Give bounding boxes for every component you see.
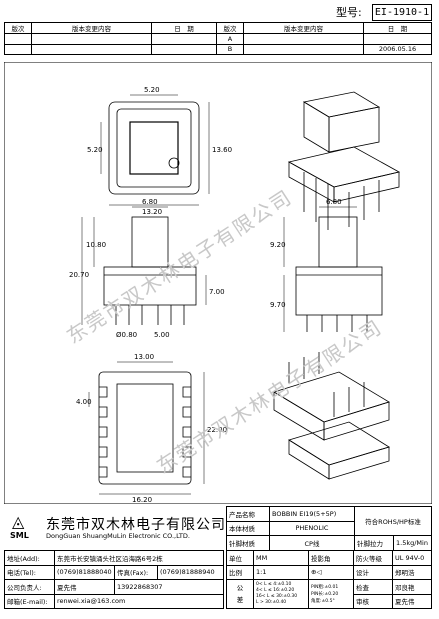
rev-col-content-2: 版本变更内容 (243, 22, 364, 34)
material-value: PHENOLIC (269, 520, 355, 536)
isometric-view-top (287, 91, 401, 230)
bottom-view (88, 361, 205, 495)
dim-front-2: 10.80 (86, 241, 106, 249)
rev-cell (31, 33, 152, 45)
dim-side-1: 6.80 (326, 198, 342, 206)
rev-col-date: 日 期 (151, 22, 217, 34)
scale-value: 1:1 (253, 564, 309, 580)
pin-material-value: CP线 (269, 535, 355, 551)
revision-row: B 2006.05.16 (4, 43, 432, 55)
pin-pull-label: 针脚拉力 (354, 535, 394, 551)
spec-table: 单位 MM 投影角 防火等级 UL 94V-0 比例 1:1 ⊕◁ 设计 郑明浩… (226, 550, 432, 609)
dim-side-3: 9.70 (270, 301, 286, 309)
dim-top-2: 5.20 (87, 146, 103, 154)
fax-value: (0769)81888940 (157, 564, 224, 580)
design-value: 郑明浩 (392, 564, 432, 580)
rev-cell (243, 33, 364, 45)
manager-label: 公司负责人: (4, 579, 55, 595)
technical-drawing: 5.20 5.20 13.60 13.20 6.80 10.80 20.70 7… (4, 62, 432, 504)
rev-cell: B (216, 43, 244, 55)
revision-row: A (4, 33, 432, 45)
rev-cell (4, 33, 32, 45)
rev-cell (4, 43, 32, 55)
check-value: 邓良艳 (392, 579, 432, 595)
pin-pull-value: 1.5kg/Min (393, 535, 432, 551)
flame-value: UL 94V-0 (392, 550, 432, 566)
rev-col-version: 版次 (4, 22, 32, 34)
flame-label: 防火等级 (353, 550, 393, 566)
scale-label: 比例 (226, 564, 254, 580)
approve-value: 夏先伟 (392, 593, 432, 609)
address-label: 地址(Add): (4, 550, 55, 566)
approve-label: 审核 (353, 593, 393, 609)
dim-front-3: 20.70 (69, 271, 89, 279)
rev-cell: 2006.05.16 (363, 43, 432, 55)
dim-front-6: 5.00 (154, 331, 170, 339)
rev-cell: A (216, 33, 244, 45)
dim-front-1: 6.80 (142, 198, 158, 206)
top-view (100, 94, 210, 206)
contact-table: 地址(Add): 东莞市长安镇涌头社区沿海路6号2栋 电话(Tel): (076… (4, 550, 224, 609)
rev-col-date-2: 日 期 (363, 22, 432, 34)
dim-top-1: 5.20 (144, 86, 160, 94)
dim-top-4: 13.20 (142, 208, 162, 216)
pin-table: 针脚材质 CP线 针脚拉力 1.5kg/Min (226, 535, 432, 551)
rev-cell (243, 43, 364, 55)
pin-material-label: 针脚材质 (226, 535, 270, 551)
model-label: 型号: (336, 6, 362, 19)
company-abbr: SML (10, 531, 29, 540)
isometric-view-bottom (273, 352, 390, 480)
rohs-note: 符合ROHS/HP标准 (354, 506, 432, 536)
rev-col-version-2: 版次 (216, 22, 244, 34)
dim-bottom-1: 13.00 (134, 353, 154, 361)
front-view (81, 206, 207, 325)
design-label: 设计 (353, 564, 393, 580)
fax-label: 传真(Fax): (114, 564, 158, 580)
email-label: 邮箱(E-mail): (4, 593, 55, 609)
rev-cell (151, 33, 217, 45)
unit-value: MM (253, 550, 309, 566)
dim-front-5: Ø0.80 (116, 331, 137, 339)
email-value: renwei.xia@163.com (54, 593, 224, 609)
revision-table: 版次 版本变更内容 日 期 版次 版本变更内容 日 期 A B 2006.05.… (4, 22, 432, 55)
tolerance-label: 公差 (226, 579, 254, 609)
product-name-label: 产品名称 (226, 506, 270, 522)
rev-cell (31, 43, 152, 55)
rev-cell (363, 33, 432, 45)
company-name-en: DongGuan ShuangMuLin Electronic CO.,LTD. (46, 532, 190, 540)
material-label: 本体材质 (226, 520, 270, 536)
check-label: 检查 (353, 579, 393, 595)
product-table: 产品名称 BOBBIN EI19(5+5P) 符合ROHS/HP标准 本体材质 … (226, 506, 432, 536)
model-number: EI-1910-1 (372, 4, 432, 21)
tel-value: (0769)81888040 (54, 564, 115, 580)
projection-symbol: ⊕◁ (308, 564, 354, 580)
mobile-value: 13922868307 (114, 579, 224, 595)
dim-bottom-4: 16.20 (132, 496, 152, 504)
dim-front-4: 7.00 (209, 288, 225, 296)
projection-label: 投影角 (308, 550, 354, 566)
dim-bottom-2: 4.00 (76, 398, 92, 406)
dim-top-3: 13.60 (212, 146, 232, 154)
rev-cell (151, 43, 217, 55)
product-name-value: BOBBIN EI19(5+5P) (269, 506, 355, 522)
unit-label: 单位 (226, 550, 254, 566)
company-name-cn: 东莞市双木林电子有限公司 (46, 517, 226, 533)
manager-value: 夏先伟 (54, 579, 115, 595)
company-logo-icon: ◬ (12, 512, 25, 531)
revision-header-row: 版次 版本变更内容 日 期 版次 版本变更内容 日 期 (4, 22, 432, 34)
dim-side-2: 9.20 (270, 241, 286, 249)
tel-label: 电话(Tel): (4, 564, 55, 580)
side-view (283, 206, 383, 332)
address-value: 东莞市长安镇涌头社区沿海路6号2栋 (54, 550, 224, 566)
rev-col-content: 版本变更内容 (31, 22, 152, 34)
dim-bottom-3: 22.00 (207, 426, 227, 434)
